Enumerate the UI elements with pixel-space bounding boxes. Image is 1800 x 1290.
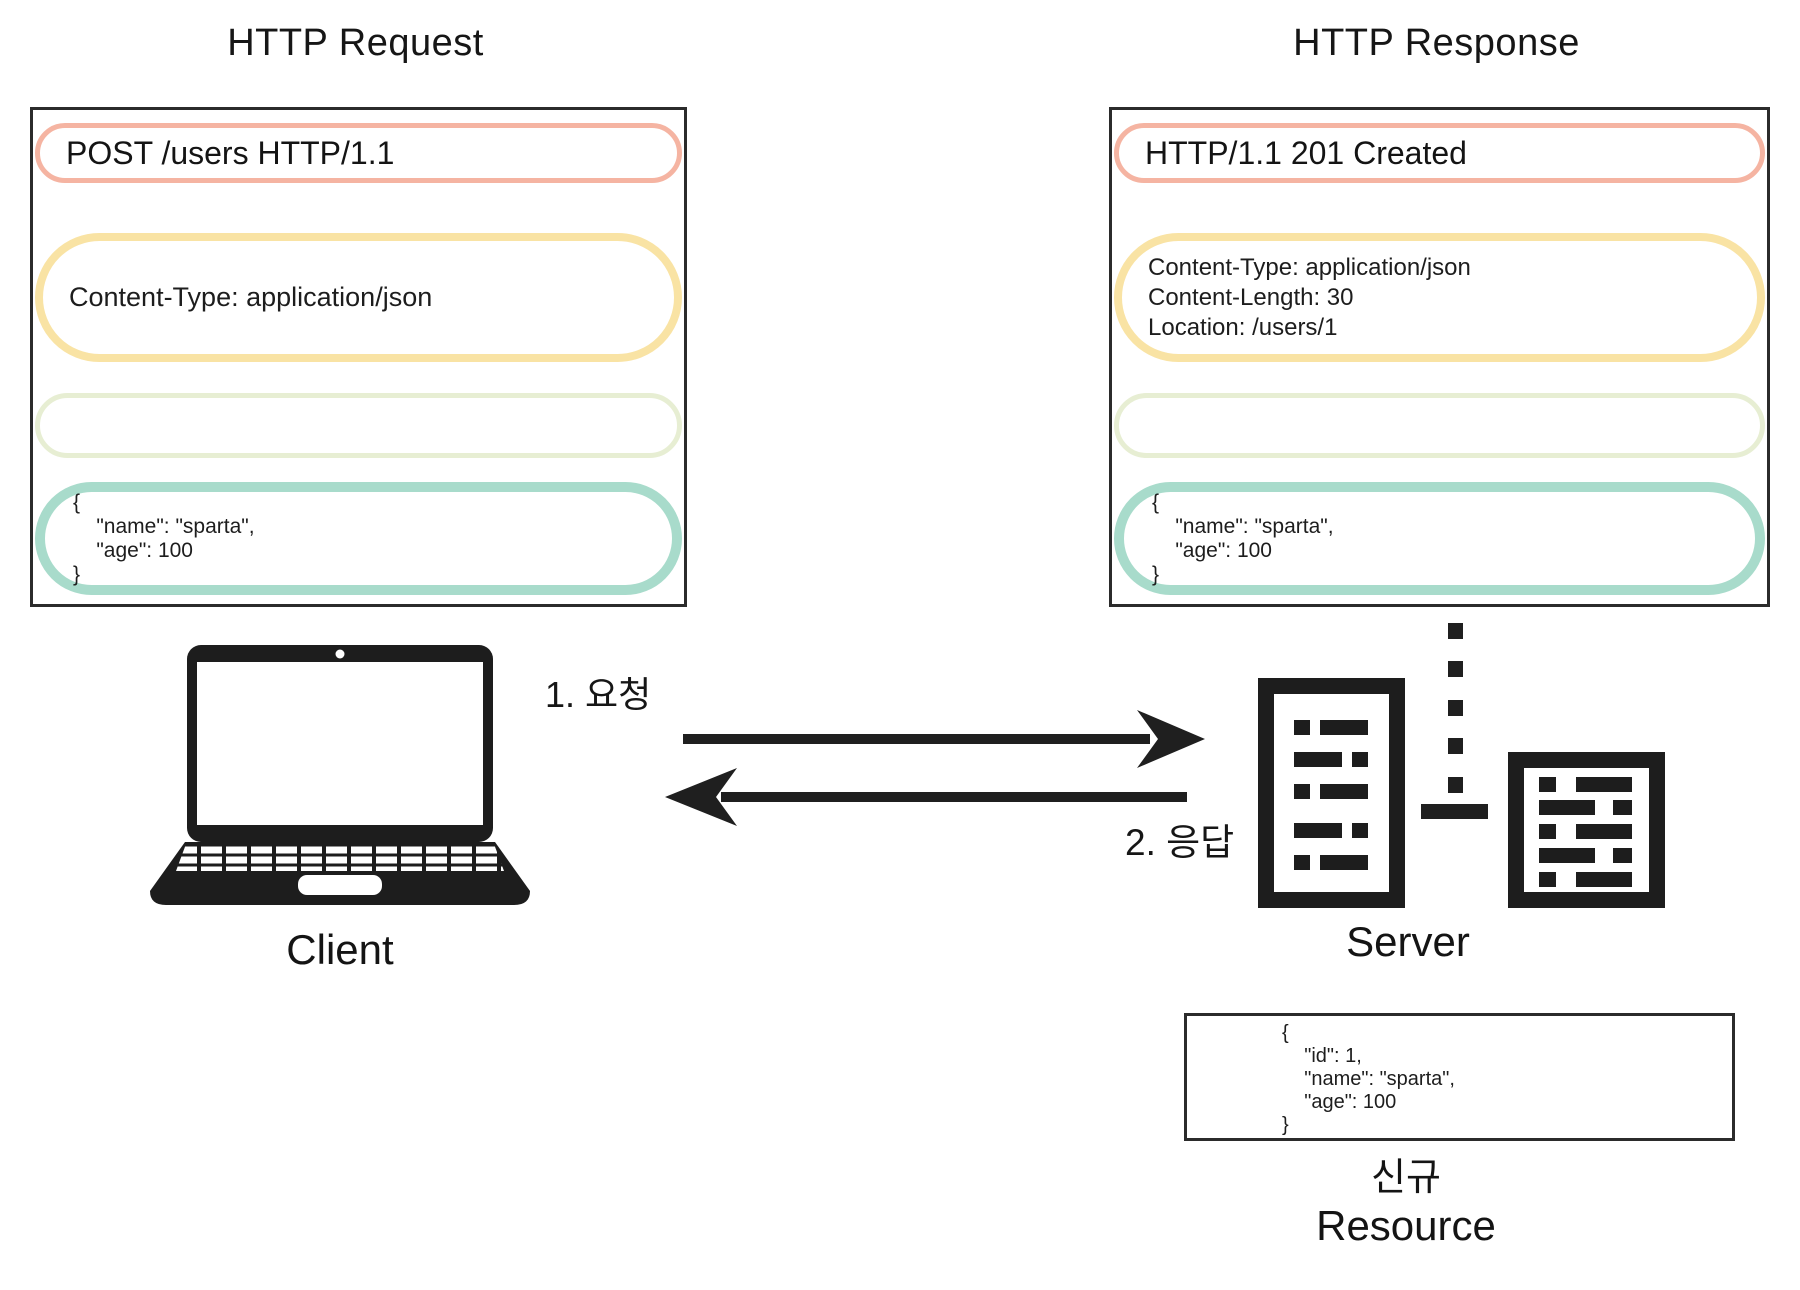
text-line: }: [1282, 1114, 1289, 1136]
text-line: "name": "sparta",: [73, 514, 255, 538]
request-panel-title: HTTP Request: [227, 22, 484, 64]
request-body-pill: { "name": "sparta", "age": 100}: [35, 482, 682, 595]
resource-caption: 신규 Resource: [1186, 1155, 1626, 1251]
dashed-connector-icon: [1421, 623, 1488, 819]
text-line: "id": 1,: [1282, 1045, 1362, 1067]
response-panel: HTTP/1.1 201 Created Content-Type: appli…: [1109, 107, 1770, 607]
request-flow-label: 1. 요청: [545, 674, 652, 715]
response-flow-label: 2. 응답: [1125, 822, 1235, 863]
text-line: Content-Type: application/json: [69, 282, 433, 312]
server-label: Server: [1346, 918, 1470, 965]
text-line: "name": "sparta",: [1282, 1068, 1455, 1090]
text-line: }: [1152, 562, 1160, 586]
server-icon: [1258, 678, 1405, 908]
resource-caption-korean: 신규: [1371, 1157, 1441, 1199]
request-headers-pill: Content-Type: application/json: [35, 233, 682, 362]
text-line: }: [73, 562, 81, 586]
resource-json-box: { "id": 1, "name": "sparta", "age": 100}: [1184, 1013, 1735, 1141]
text-line: "age": 100: [1282, 1091, 1397, 1113]
laptop-icon: [150, 645, 530, 905]
request-panel: POST /users HTTP/1.1 Content-Type: appli…: [30, 107, 687, 607]
response-start-line-pill: HTTP/1.1 201 Created: [1114, 123, 1765, 183]
text-line: Location: /users/1: [1148, 313, 1338, 341]
text-line: {: [73, 490, 81, 514]
response-panel-title: HTTP Response: [1293, 22, 1580, 64]
text-line: {: [1282, 1022, 1289, 1044]
server-secondary-icon: [1508, 752, 1665, 908]
text-line: Content-Length: 30: [1148, 283, 1354, 311]
request-arrow-icon: [683, 710, 1205, 768]
text-line: {: [1152, 490, 1160, 514]
text-line: "name": "sparta",: [1152, 514, 1334, 538]
request-start-line-pill: POST /users HTTP/1.1: [35, 123, 682, 183]
resource-caption-label: Resource: [1316, 1202, 1496, 1249]
request-empty-line-pill: [35, 393, 682, 458]
request-start-line: POST /users HTTP/1.1: [66, 134, 395, 171]
response-arrow-icon: [665, 768, 1187, 826]
text-line: "age": 100: [73, 538, 193, 562]
response-start-line: HTTP/1.1 201 Created: [1145, 134, 1467, 171]
client-label: Client: [286, 926, 394, 973]
response-body-pill: { "name": "sparta", "age": 100}: [1114, 482, 1765, 595]
response-empty-line-pill: [1114, 393, 1765, 458]
text-line: "age": 100: [1152, 538, 1272, 562]
text-line: Content-Type: application/json: [1148, 253, 1471, 281]
